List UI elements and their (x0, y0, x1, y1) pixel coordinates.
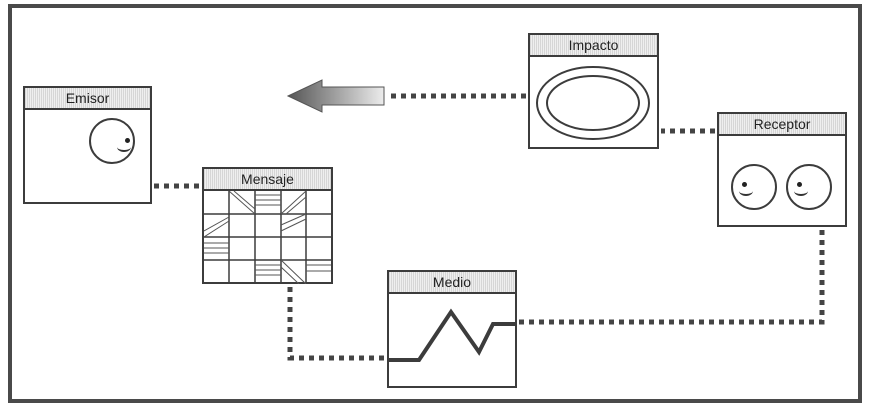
node-mensaje: Mensaje (202, 167, 333, 284)
node-impacto: Impacto (528, 33, 659, 149)
connector-medio-receptor (519, 230, 825, 325)
node-receptor-label: Receptor (719, 114, 845, 136)
signal-zigzag-icon (389, 308, 515, 362)
node-impacto-label: Impacto (530, 35, 657, 57)
face-icon (89, 118, 135, 164)
node-mensaje-label: Mensaje (204, 169, 331, 191)
message-grid-icon (204, 191, 331, 284)
node-receptor: Receptor (717, 112, 847, 227)
target-ellipse-icon (536, 66, 650, 140)
node-emisor: Emisor (23, 86, 152, 204)
face-icon (786, 164, 832, 210)
node-medio: Medio (387, 270, 517, 388)
node-medio-label: Medio (389, 272, 515, 294)
feedback-arrow-icon (286, 79, 385, 113)
node-emisor-label: Emisor (25, 88, 150, 110)
face-icon (731, 164, 777, 210)
connector-mensaje-medio (287, 287, 385, 361)
